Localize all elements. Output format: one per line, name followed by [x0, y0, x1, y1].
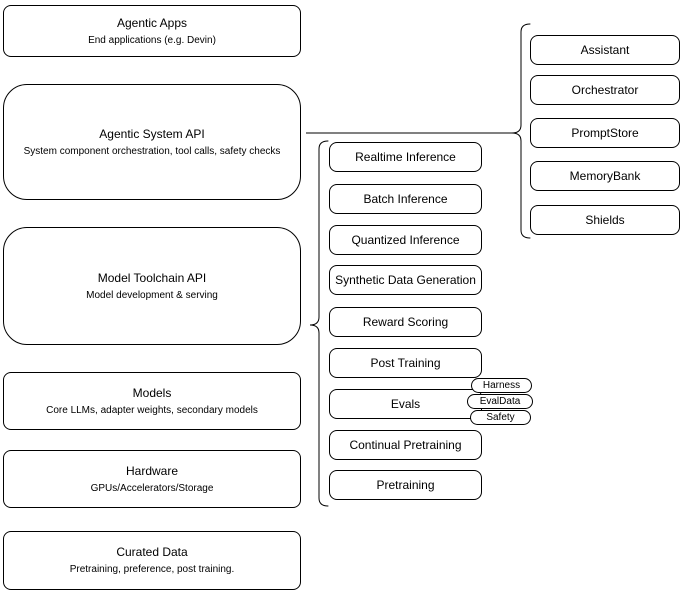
node-model-toolchain-api: Model Toolchain API Model development & …	[3, 227, 301, 345]
node-post-training: Post Training	[329, 348, 482, 378]
node-realtime-inference: Realtime Inference	[329, 142, 482, 172]
node-label: Reward Scoring	[362, 315, 449, 329]
node-memorybank: MemoryBank	[530, 161, 680, 191]
node-assistant: Assistant	[530, 35, 680, 65]
node-hardware: Hardware GPUs/Accelerators/Storage	[3, 450, 301, 508]
tag-safety: Safety	[470, 410, 531, 425]
node-continual-pretraining: Continual Pretraining	[329, 430, 482, 460]
node-pretraining: Pretraining	[329, 470, 482, 500]
node-label: Orchestrator	[571, 83, 639, 97]
node-synthetic-data-generation: Synthetic Data Generation	[329, 265, 482, 295]
tag-label: EvalData	[479, 396, 521, 407]
node-label: Post Training	[370, 356, 441, 370]
node-agentic-system-api: Agentic System API System component orch…	[3, 84, 301, 200]
node-agentic-apps: Agentic Apps End applications (e.g. Devi…	[3, 5, 301, 57]
node-subtitle: GPUs/Accelerators/Storage	[90, 482, 214, 494]
node-title: Agentic Apps	[116, 15, 188, 30]
node-quantized-inference: Quantized Inference	[329, 225, 482, 255]
node-label: Batch Inference	[363, 192, 448, 206]
node-subtitle: Pretraining, preference, post training.	[69, 564, 235, 575]
node-label: Synthetic Data Generation	[335, 273, 476, 287]
node-label: Evals	[390, 397, 421, 411]
bracket-toolchain	[309, 140, 329, 507]
node-subtitle: End applications (e.g. Devin)	[88, 34, 216, 46]
node-label: Pretraining	[376, 478, 435, 492]
node-title: Curated Data	[116, 545, 188, 559]
node-label: Continual Pretraining	[349, 438, 462, 452]
node-title: Agentic System API	[99, 126, 205, 141]
node-promptstore: PromptStore	[530, 118, 680, 148]
node-models: Models Core LLMs, adapter weights, secon…	[3, 372, 301, 430]
tag-harness: Harness	[471, 378, 532, 393]
node-label: Realtime Inference	[355, 150, 456, 164]
node-title: Hardware	[125, 463, 179, 478]
node-reward-scoring: Reward Scoring	[329, 307, 482, 337]
node-label: MemoryBank	[569, 169, 641, 183]
node-label: PromptStore	[571, 126, 639, 140]
tag-label: Harness	[482, 380, 521, 391]
tag-evaldata: EvalData	[467, 394, 533, 409]
tag-label: Safety	[486, 412, 515, 423]
node-subtitle: Model development & serving	[86, 289, 218, 301]
node-label: Shields	[585, 213, 625, 227]
bracket-system-components	[511, 23, 531, 239]
node-evals: Evals	[329, 389, 482, 419]
node-orchestrator: Orchestrator	[530, 75, 680, 105]
node-title: Models	[132, 385, 172, 400]
node-label: Quantized Inference	[351, 233, 460, 247]
node-curated-data: Curated Data Pretraining, preference, po…	[3, 531, 301, 590]
node-subtitle: Core LLMs, adapter weights, secondary mo…	[46, 404, 258, 416]
node-subtitle: System component orchestration, tool cal…	[23, 145, 281, 157]
node-batch-inference: Batch Inference	[329, 184, 482, 214]
node-label: Assistant	[580, 43, 630, 57]
node-shields: Shields	[530, 205, 680, 235]
node-title: Model Toolchain API	[97, 270, 207, 285]
